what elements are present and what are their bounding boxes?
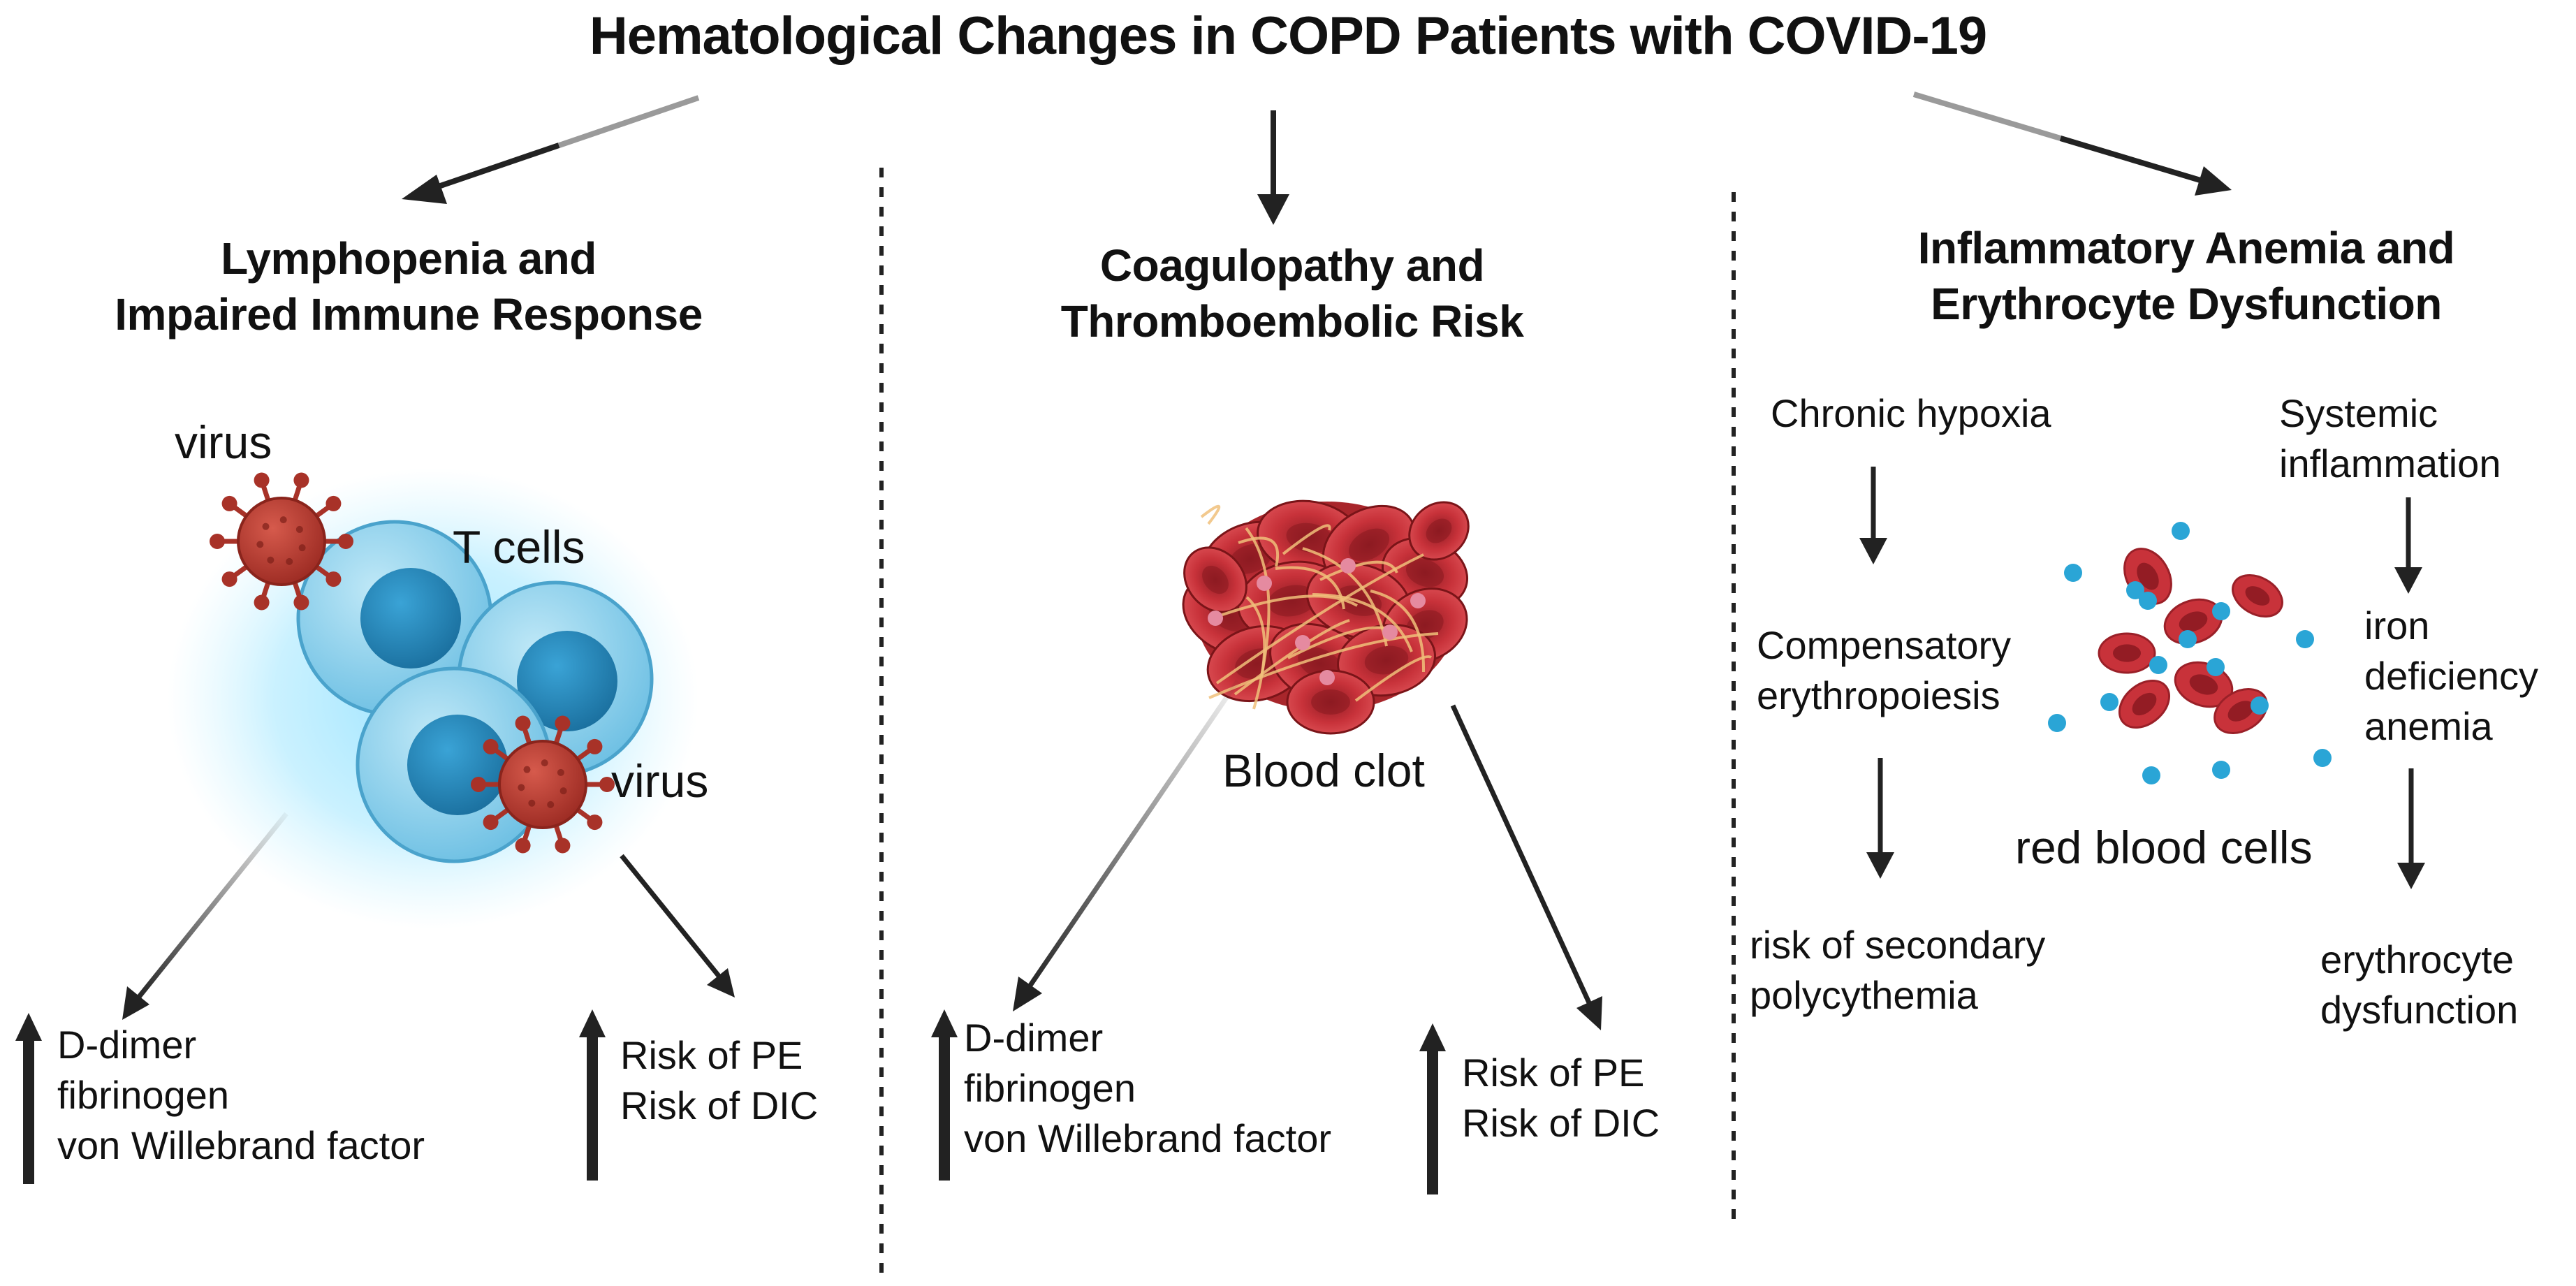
t-cells-label: T cells xyxy=(453,521,585,573)
mechanism-line: Compensatory xyxy=(1757,623,2012,667)
rbc-label: red blood cells xyxy=(2015,821,2313,873)
mechanism-line: iron xyxy=(2364,604,2430,648)
increase-arrow xyxy=(15,1013,42,1184)
increase-arrow xyxy=(931,1009,958,1181)
outcome-line: polycythemia xyxy=(1750,973,1978,1017)
virus-particle xyxy=(210,472,353,611)
marker-fibrinogen: fibrinogen xyxy=(57,1073,229,1117)
blood-clot xyxy=(1182,499,1470,735)
virus-particle xyxy=(471,715,615,854)
middle-heading-line: Thromboembolic Risk xyxy=(1060,296,1524,346)
left-heading-line: Lymphopenia and xyxy=(221,233,597,284)
risk-dic: Risk of DIC xyxy=(1462,1101,1660,1145)
cause-chronic-hypoxia: Chronic hypoxia xyxy=(1771,391,2051,435)
left-arrow-down-left xyxy=(122,812,288,1020)
top-arrow-middle xyxy=(1257,110,1289,225)
increase-arrow xyxy=(579,1009,606,1181)
marker-fibrinogen: fibrinogen xyxy=(964,1066,1136,1110)
cause-line: Systemic xyxy=(2279,391,2438,435)
blood-clot-label: Blood clot xyxy=(1222,745,1425,796)
middle-arrow-down-right xyxy=(1450,704,1602,1030)
outcome-line: erythrocyte xyxy=(2320,937,2514,981)
arrow-erythropoiesis-to-polycythemia xyxy=(1866,758,1894,879)
arrow-anemia-to-dysfunction xyxy=(2397,768,2425,889)
marker-vwf: von Willebrand factor xyxy=(57,1123,425,1167)
arrow-inflammation-to-anemia xyxy=(2394,497,2422,594)
mechanism-line: anemia xyxy=(2364,704,2493,748)
middle-arrow-down-left xyxy=(1013,680,1240,1011)
right-heading-line: Inflammatory Anemia and xyxy=(1917,223,2455,273)
marker-d-dimer: D-dimer xyxy=(57,1023,197,1067)
top-arrow-left xyxy=(402,95,700,204)
diagram-title: Hematological Changes in COPD Patients w… xyxy=(589,6,1987,66)
risk-dic: Risk of DIC xyxy=(620,1083,819,1127)
virus-label: virus xyxy=(611,755,709,807)
risk-pe: Risk of PE xyxy=(620,1033,803,1077)
red-blood-cells-illustration xyxy=(2048,522,2332,784)
top-arrow-right xyxy=(1912,92,2232,196)
left-heading-line: Impaired Immune Response xyxy=(115,289,703,339)
cause-line: inflammation xyxy=(2279,441,2501,485)
left-arrow-down-right xyxy=(620,854,735,998)
middle-heading-line: Coagulopathy and xyxy=(1099,240,1485,291)
increase-arrow xyxy=(1419,1023,1446,1194)
marker-d-dimer: D-dimer xyxy=(964,1016,1104,1060)
risk-pe: Risk of PE xyxy=(1462,1051,1645,1095)
outcome-line: risk of secondary xyxy=(1750,923,2046,967)
right-heading-line: Erythrocyte Dysfunction xyxy=(1931,279,2442,329)
mechanism-line: deficiency xyxy=(2364,654,2539,698)
virus-label: virus xyxy=(175,416,272,468)
mechanism-line: erythropoiesis xyxy=(1757,673,2000,717)
marker-vwf: von Willebrand factor xyxy=(964,1116,1332,1160)
outcome-line: dysfunction xyxy=(2320,988,2519,1032)
arrow-hypoxia-to-erythropoiesis xyxy=(1859,467,1887,564)
